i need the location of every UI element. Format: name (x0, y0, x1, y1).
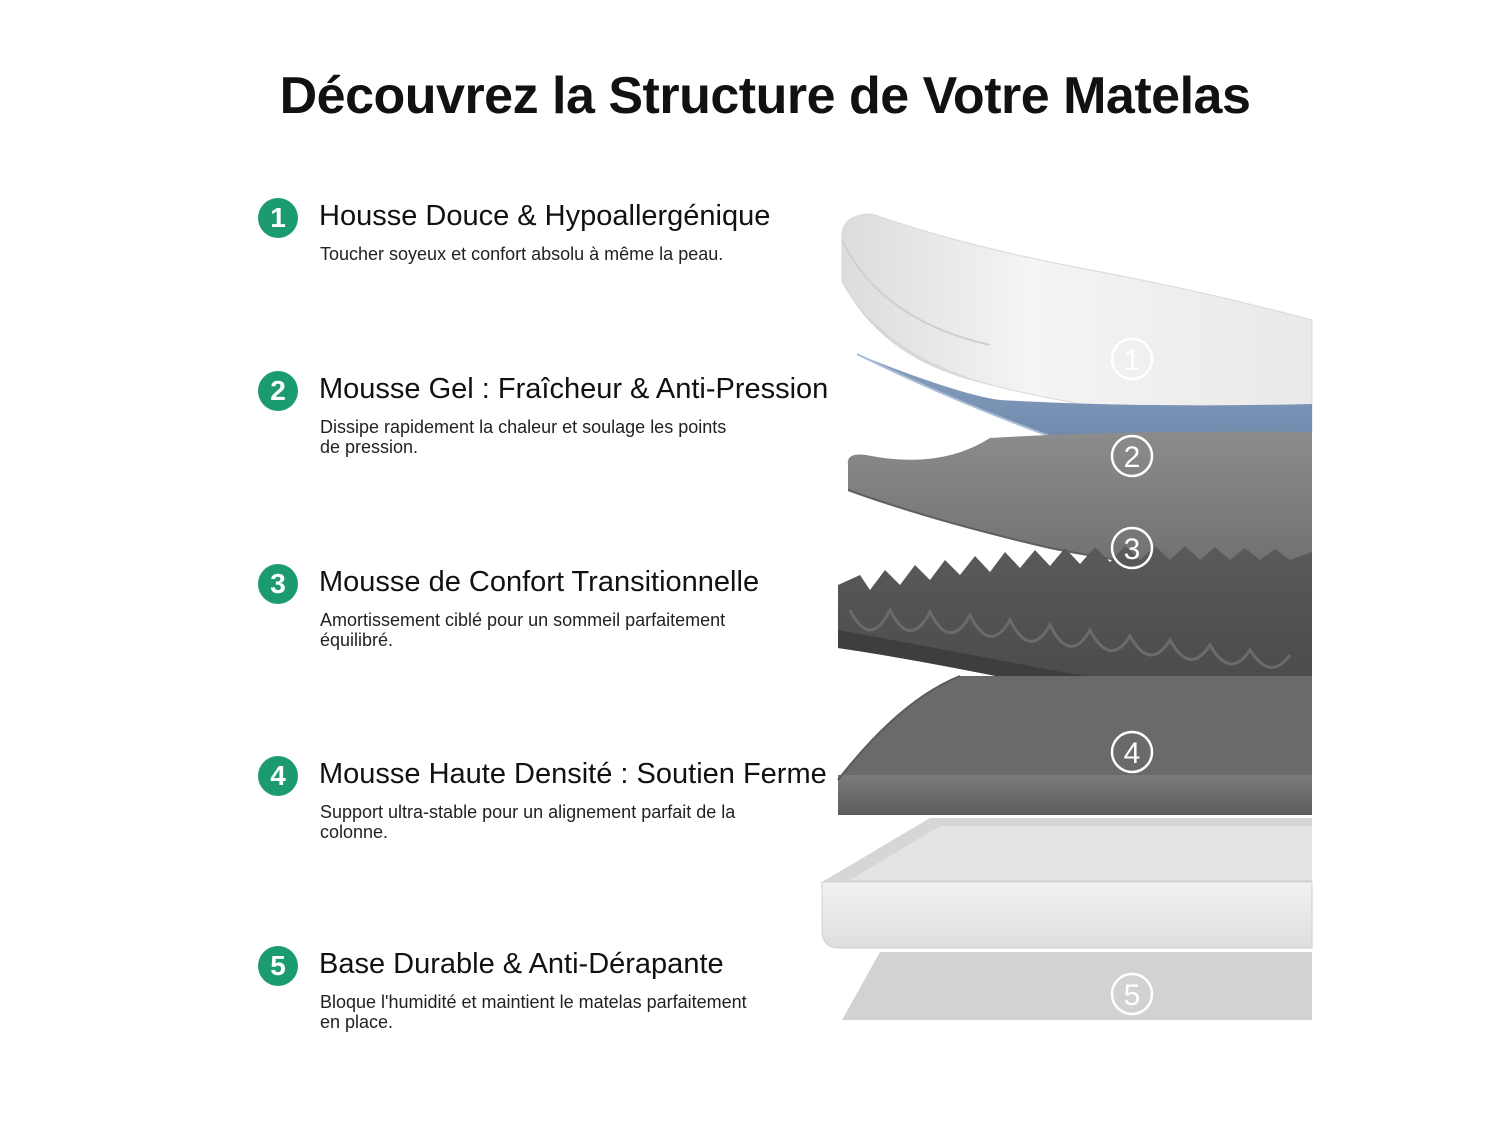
page-title: Découvrez la Structure de Votre Matelas (279, 67, 1251, 125)
gel-foam-layer (856, 353, 1313, 495)
anti-slip-bottom-layer (842, 952, 1312, 1020)
layer-marker-label: 2 (1124, 441, 1141, 474)
feature-description: Toucher soyeux et confort absolu à même … (320, 244, 724, 264)
number-badge: 4 (258, 756, 298, 796)
feature-title: Housse Douce & Hypoallergénique (319, 200, 771, 232)
layer-marker-label: 4 (1124, 737, 1141, 770)
layer-marker-3: 3 (1110, 526, 1154, 570)
layer-marker-label: 3 (1124, 533, 1141, 566)
feature-description: Bloque l'humidité et maintient le matela… (320, 992, 747, 1032)
layer-marker-label: 5 (1124, 979, 1141, 1012)
number-badge: 5 (258, 946, 298, 986)
feature-description: Support ultra-stable pour un alignement … (320, 802, 736, 842)
number-badge: 2 (258, 371, 298, 411)
layer-marker-4: 4 (1110, 730, 1154, 774)
feature-description: Amortissement ciblé pour un sommeil parf… (320, 610, 726, 650)
egg-crate-foam-layer (838, 546, 1312, 720)
layer-marker-1: 1 (1110, 337, 1154, 381)
layer-marker-label: 1 (1124, 344, 1141, 377)
base-tray-layer (821, 818, 1313, 949)
feature-title: Mousse Haute Densité : Soutien Ferme (319, 758, 827, 790)
high-density-foam-layer (837, 675, 1312, 815)
feature-description: Dissipe rapidement la chaleur et soulage… (320, 417, 727, 457)
feature-title: Mousse de Confort Transitionnelle (319, 566, 760, 598)
layer-marker-2: 2 (1110, 434, 1154, 478)
feature-title: Base Durable & Anti-Dérapante (319, 948, 724, 980)
cover-layer (841, 213, 1313, 431)
layer-marker-5: 5 (1110, 972, 1154, 1016)
comfort-foam-layer (847, 431, 1313, 581)
number-badge: 1 (258, 198, 298, 238)
feature-title: Mousse Gel : Fraîcheur & Anti-Pression (319, 373, 829, 405)
number-badge: 3 (258, 564, 298, 604)
